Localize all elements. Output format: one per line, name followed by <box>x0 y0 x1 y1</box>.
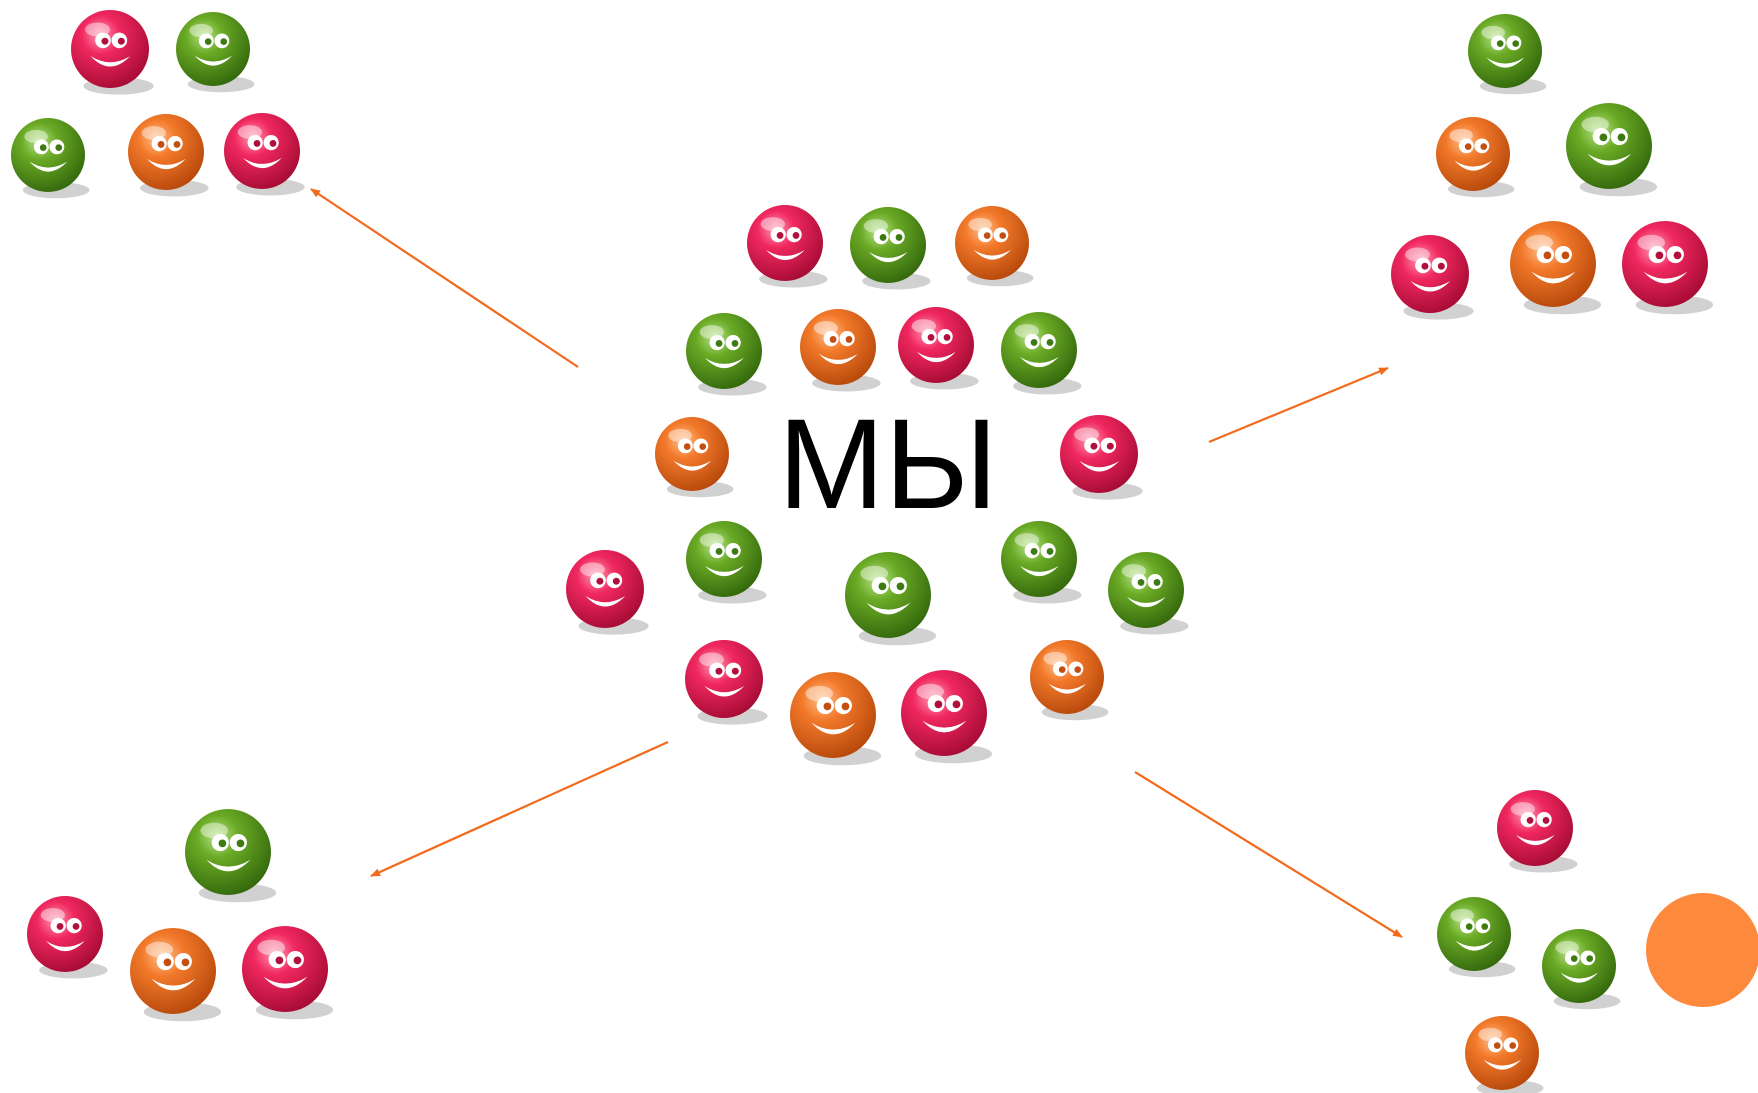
smiley-ball-icon <box>655 417 734 498</box>
top-left-group <box>11 10 305 199</box>
smiley-ball-icon <box>790 672 882 766</box>
smiley-ball-icon <box>845 552 937 646</box>
smiley-ball-icon <box>1436 117 1515 198</box>
smiley-ball-icon <box>1437 897 1516 978</box>
arrow-to-bottom-right <box>1134 771 1403 938</box>
bottom-right-group <box>1437 790 1621 1093</box>
bottom-left-group <box>27 809 334 1022</box>
smiley-ball-icon <box>71 10 154 95</box>
smiley-ball-icon <box>1542 929 1621 1010</box>
smiley-ball-icon <box>1497 790 1578 873</box>
smiley-groups <box>11 10 1714 1093</box>
smiley-ball-icon <box>1060 415 1143 500</box>
smiley-ball-icon <box>686 313 767 396</box>
arrows <box>310 188 1403 938</box>
smiley-ball-icon <box>1001 312 1082 395</box>
smiley-ball-icon <box>27 896 108 979</box>
center-group <box>566 205 1189 766</box>
smiley-ball-icon <box>898 307 979 390</box>
smiley-ball-icon <box>800 309 881 392</box>
smiley-ball-icon <box>1030 640 1109 721</box>
smiley-ball-icon <box>185 809 277 903</box>
smiley-ball-icon <box>11 118 90 199</box>
arrow-to-top-right <box>1208 366 1389 444</box>
smiley-ball-icon <box>242 926 334 1020</box>
top-right-group <box>1391 14 1714 320</box>
arrow-to-top-left <box>310 188 579 368</box>
smiley-ball-icon <box>566 550 649 635</box>
smiley-ball-icon <box>1510 221 1602 315</box>
smiley-ball-icon <box>686 521 767 604</box>
smiley-ball-icon <box>1622 221 1714 315</box>
smiley-ball-icon <box>747 205 828 288</box>
smiley-ball-icon <box>850 207 931 290</box>
smiley-ball-icon <box>1566 103 1658 197</box>
smiley-ball-icon <box>901 670 993 764</box>
smiley-ball-icon <box>1391 235 1474 320</box>
smiley-ball-icon <box>955 206 1034 287</box>
center-label: МЫ <box>778 393 998 536</box>
smiley-ball-icon <box>128 114 209 197</box>
smiley-ball-icon <box>1468 14 1547 95</box>
smiley-ball-icon <box>176 12 255 93</box>
smiley-ball-icon <box>685 640 768 725</box>
orange-circle-icon <box>1646 893 1758 1007</box>
arrow-to-bottom-left <box>370 740 669 878</box>
smiley-ball-icon <box>1108 552 1189 635</box>
smiley-ball-icon <box>130 928 222 1022</box>
smiley-ball-icon <box>224 113 305 196</box>
smiley-ball-icon <box>1001 521 1082 604</box>
smiley-ball-icon <box>1465 1016 1544 1093</box>
